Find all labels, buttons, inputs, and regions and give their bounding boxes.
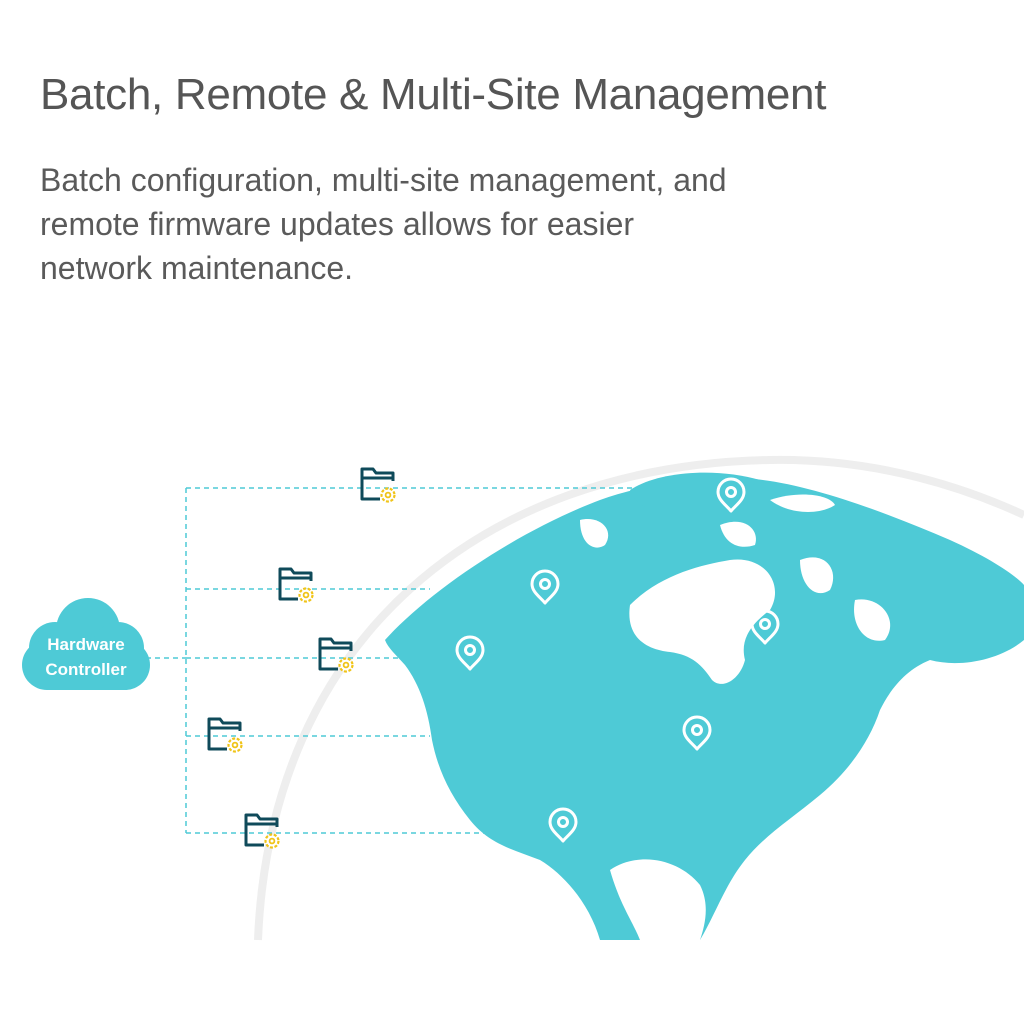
page-description: Batch configuration, multi-site manageme… [40,158,860,290]
description-line-3: network maintenance. [40,250,354,286]
orbit-ring [254,455,1024,941]
north-america-map [385,472,1024,940]
description-line-1: Batch configuration, multi-site manageme… [40,162,727,198]
page-title: Batch, Remote & Multi-Site Management [40,70,827,119]
hardware-controller-label: Hardware Controller [22,632,150,682]
description-line-2: remote firmware updates allows for easie… [40,206,635,242]
folder-gear-icon [360,467,396,503]
controller-label-line-1: Hardware [47,635,125,654]
cloud-icon [22,598,150,690]
folder-gear-icon [278,567,314,603]
controller-label-line-2: Controller [45,660,127,679]
